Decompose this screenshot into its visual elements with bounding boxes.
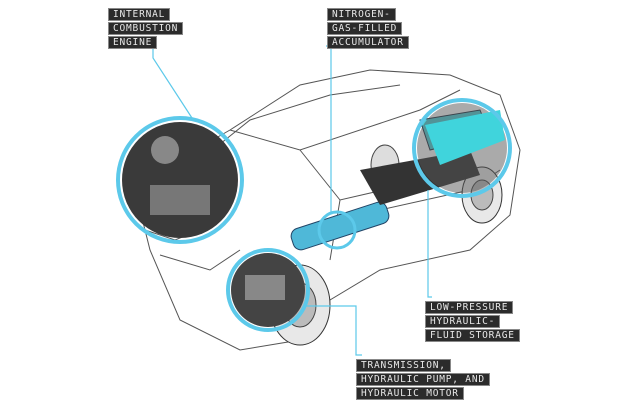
callout-line: HYDRAULIC- [425,315,501,328]
callout-line: HYDRAULIC MOTOR [356,387,464,400]
callout-line: TRANSMISSION, [356,359,451,372]
callout-transmission: TRANSMISSION, HYDRAULIC PUMP, AND HYDRAU… [356,359,490,400]
callout-line: FLUID STORAGE [425,329,520,342]
callout-engine: INTERNAL COMBUSTION ENGINE [108,8,184,49]
engine-detail [122,103,507,327]
transmission-highlight-circle [226,248,310,332]
callout-line: COMBUSTION [108,22,184,35]
callout-line: LOW-PRESSURE [425,301,514,314]
storage-highlight-circle [412,98,512,198]
callout-line: NITROGEN- [327,8,396,21]
callout-accumulator: NITROGEN- GAS-FILLED ACCUMULATOR [327,8,409,49]
callout-line: ACCUMULATOR [327,36,409,49]
accumulator-highlight-circle [317,210,357,250]
callout-line: INTERNAL [108,8,171,21]
callout-storage: LOW-PRESSURE HYDRAULIC- FLUID STORAGE [425,301,520,342]
callout-line: GAS-FILLED [327,22,403,35]
engine-highlight-circle [116,116,244,244]
callout-line: ENGINE [108,36,158,49]
callout-line: HYDRAULIC PUMP, AND [356,373,490,386]
